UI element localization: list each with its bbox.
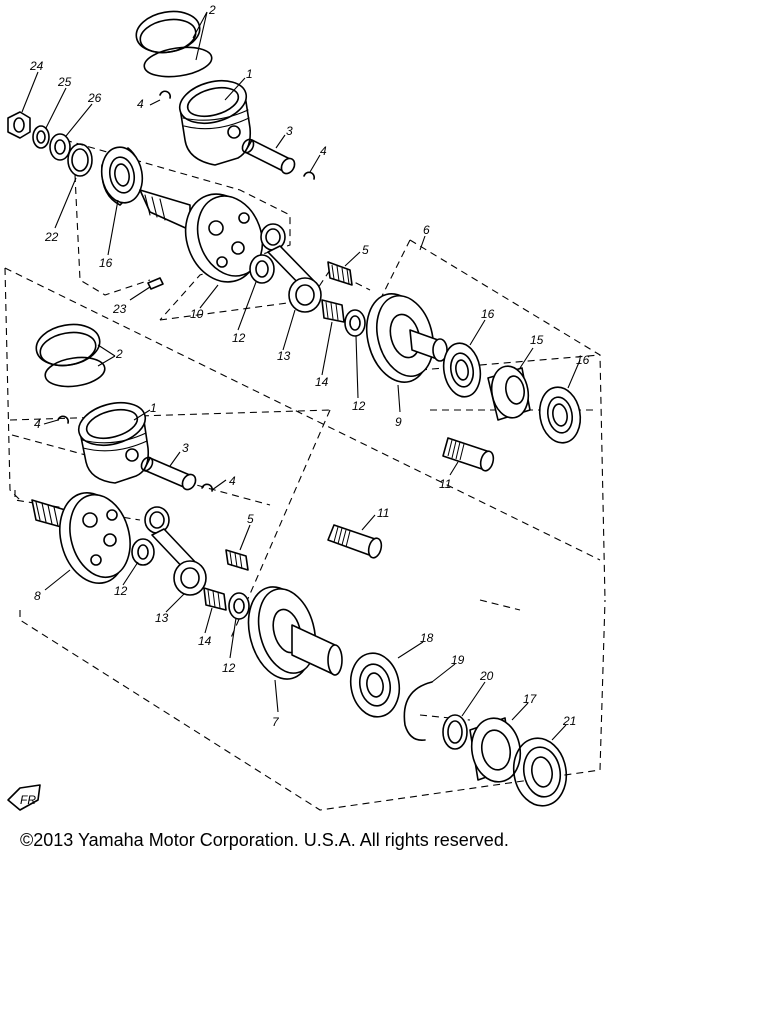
callout-11-crank-pin: 11 [439,477,451,491]
bearing-part [100,146,144,206]
callout-4-circlip: 4 [34,417,41,431]
crank-web-part [365,293,448,383]
callout-20-washer: 20 [479,669,494,683]
oil-seal-part [49,133,71,161]
circlip-part [57,415,70,424]
crank-web-part [31,492,131,584]
callout-1-piston: 1 [150,401,157,415]
callout-21-oil-seal: 21 [562,714,576,728]
lower-assembly [31,323,568,807]
callout-4-circlip: 4 [137,97,144,111]
oil-seal-part [512,737,568,807]
callout-14-crank-pin: 14 [198,634,212,648]
upper-assembly [7,10,582,472]
callout-16-bearing: 16 [576,353,590,367]
callout-18-bearing: 18 [420,631,434,645]
connecting-rod-part [144,506,207,596]
callout-3-piston-pin: 3 [286,124,293,138]
callout-3-piston-pin: 3 [182,441,189,455]
callout-16-bearing: 16 [99,256,113,270]
callout-2-piston-ring: 2 [208,3,216,17]
callout-9-crank: 9 [395,415,402,429]
washer-part [131,538,155,566]
callout-11-crank-pin: 11 [377,506,389,520]
callout-14-crank-pin: 14 [315,375,329,389]
piston-ring-part [35,323,106,388]
washer-part [228,592,250,620]
bearing-part [349,652,401,718]
washer-part [442,714,468,750]
bearing-part [442,342,482,398]
piston-part [77,401,150,484]
needle-bearing-part [225,549,249,571]
callout-15-collar: 15 [530,333,544,347]
washer-part [344,309,366,337]
washer-part [249,254,275,284]
callout-4-circlip: 4 [320,144,327,158]
callout-16-bearing: 16 [481,307,495,321]
callout-7-crank: 7 [272,715,280,729]
circlip-part [403,681,433,742]
callout-17-bearing: 17 [523,692,538,706]
bearing-part [469,717,522,783]
crank-pin-part [203,587,227,611]
callout-19-circlip: 19 [451,653,465,667]
callout-5-needle-bearing: 5 [362,243,369,257]
crank-web-part [247,586,343,680]
callout-5-needle-bearing: 5 [247,512,254,526]
copyright-notice: ©2013 Yamaha Motor Corporation. U.S.A. A… [20,830,509,850]
callout-6-crankshaft-assembly: 6 [423,223,430,237]
connecting-rod-part [260,223,322,313]
piston-ring-part [135,10,213,78]
piston-pin-part [241,138,296,175]
circlip-part [201,483,214,492]
piston-part [178,79,252,166]
crank-web-part [139,189,264,283]
crank-pin-part [327,524,383,559]
leader-lines [21,11,581,741]
circlip-part [303,171,316,180]
callout-12-washer: 12 [352,399,366,413]
callout-1-piston: 1 [246,67,253,81]
callout-23-key: 23 [112,302,127,316]
needle-bearing-part [327,261,353,286]
callout-12-washer: 12 [114,584,128,598]
circlip-part [159,90,172,99]
callout-13-connecting-rod: 13 [155,611,169,625]
callout-10-crank: 10 [190,307,204,321]
key-part [147,277,164,290]
front-direction-marker: FR [7,784,41,811]
callout-24-nut: 24 [29,59,44,73]
seal-part [67,143,93,177]
callout-25-washer: 25 [57,75,72,89]
piston-pin-part [140,456,197,491]
callout-12-washer: 12 [232,331,246,345]
callout-12-washer: 12 [222,661,236,675]
callout-13-connecting-rod: 13 [277,349,291,363]
bearing-part [538,386,582,444]
callout-8-crank: 8 [34,589,41,603]
crankshaft-piston-exploded-diagram: FR [4,3,606,811]
crank-pin-part [442,437,495,472]
callout-2-piston-ring: 2 [115,347,123,361]
callout-4-circlip: 4 [229,474,236,488]
fr-label: FR [20,793,36,807]
crank-pin-part [321,299,345,323]
nut-part [7,111,31,139]
washer-part [32,125,50,149]
callout-numbers: 2 1 4 3 4 24 25 26 22 16 23 10 5 6 12 13… [29,3,590,729]
callout-26-oil-seal: 26 [87,91,102,105]
callout-22-seal: 22 [44,230,59,244]
collar-part [487,365,531,421]
